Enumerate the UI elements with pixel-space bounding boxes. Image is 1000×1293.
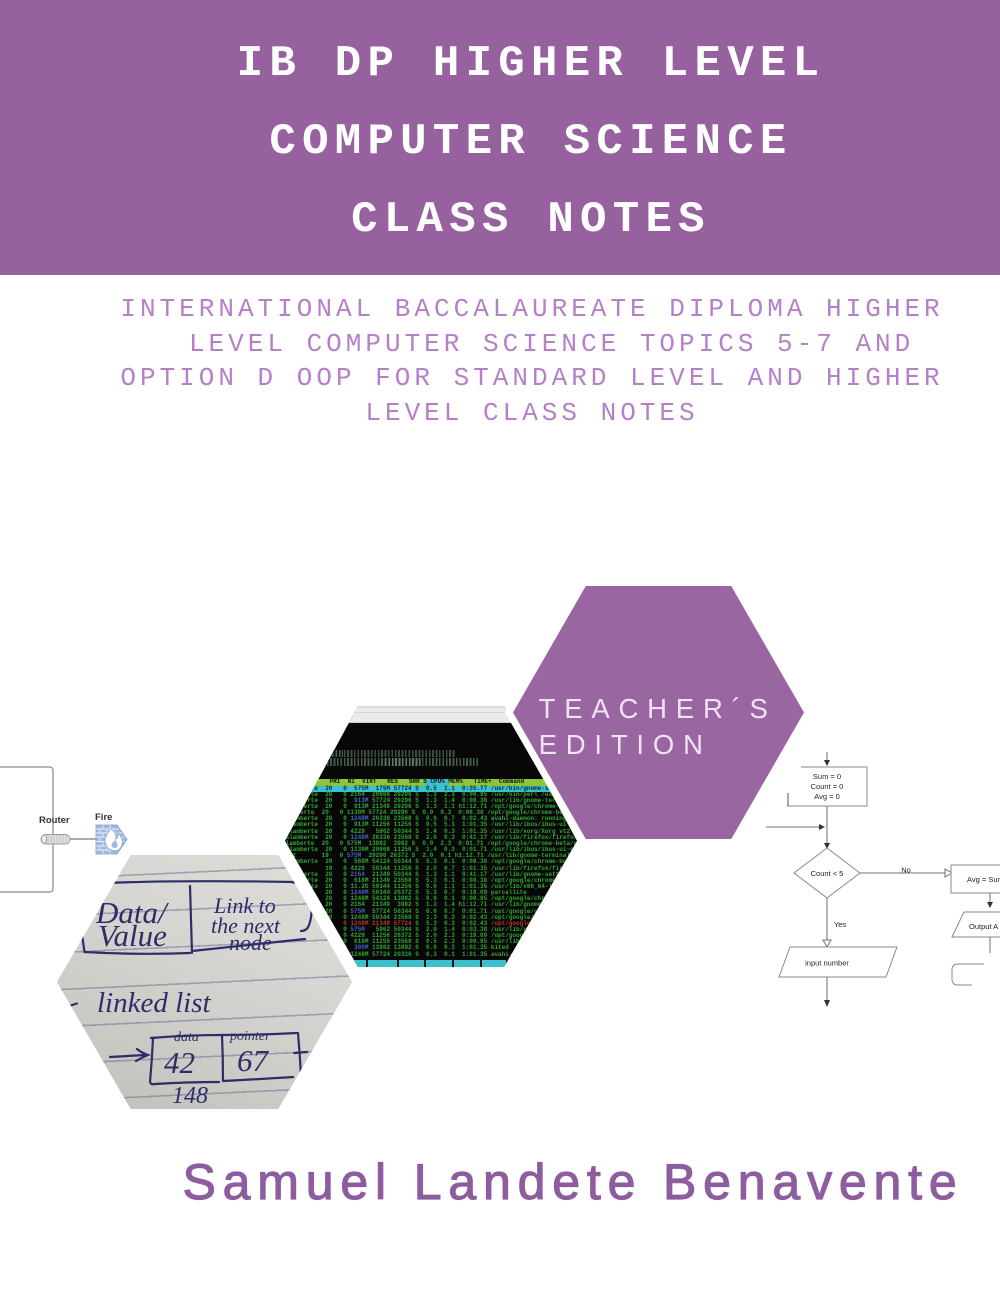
- svg-text:linked list: linked list: [97, 987, 212, 1019]
- svg-text:Count = 0: Count = 0: [811, 782, 844, 791]
- svg-text:Value: Value: [98, 918, 167, 953]
- svg-text:Avg = 0: Avg = 0: [814, 792, 840, 801]
- svg-text:Data/: Data/: [95, 895, 169, 930]
- svg-text:Yes: Yes: [834, 920, 846, 929]
- svg-text:67: 67: [237, 1043, 270, 1078]
- svg-text:148: 148: [172, 1083, 208, 1109]
- svg-text:42: 42: [164, 1045, 195, 1080]
- svg-text:Sum = 0: Sum = 0: [813, 772, 841, 781]
- svg-text:the next: the next: [211, 913, 281, 938]
- svg-text:Fire: Fire: [95, 812, 112, 823]
- svg-text:data: data: [174, 1030, 199, 1045]
- svg-text:node: node: [229, 930, 272, 955]
- svg-text:No: No: [901, 866, 911, 875]
- svg-text:Avg = Sum: Avg = Sum: [967, 875, 1000, 884]
- svg-text:Router: Router: [39, 815, 70, 826]
- svg-text:Output A: Output A: [969, 922, 998, 931]
- svg-text:Link to: Link to: [213, 893, 276, 918]
- svg-text:Count < 5: Count < 5: [811, 869, 844, 878]
- svg-text:input number: input number: [805, 959, 849, 968]
- svg-text:pointer: pointer: [229, 1029, 271, 1044]
